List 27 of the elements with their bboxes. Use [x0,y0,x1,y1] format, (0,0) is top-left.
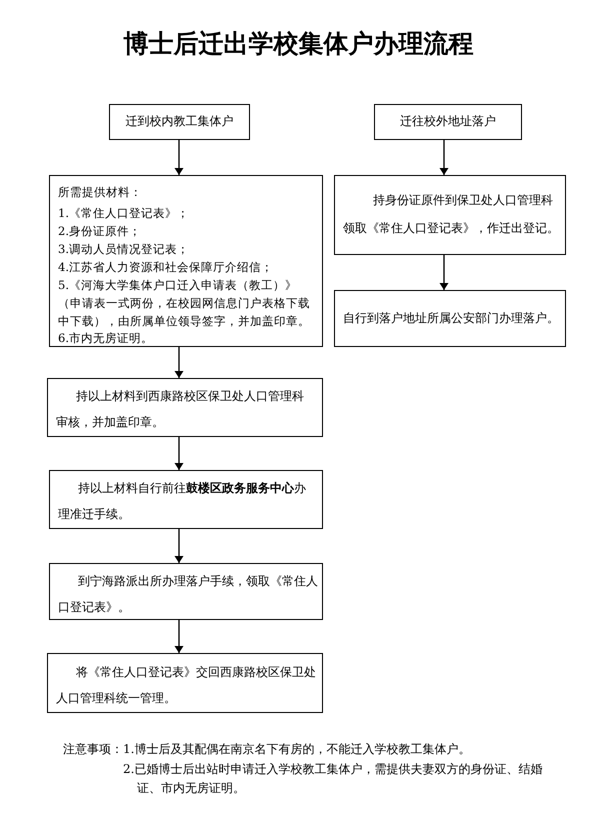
list-item: 4.江苏省人力资源和社会保障厅介绍信； [58,259,274,276]
arrow [440,140,448,175]
box-heading: 所需提供材料： [58,184,143,201]
arrow [440,255,448,290]
list-item: 6.市内无房证明。 [58,330,154,346]
process-box: 到宁海路派出所办理落户手续，领取《常住人口登记表》。 [49,563,323,620]
list-item: 5.《河海大学集体户口迁入申请表（教工）》（申请表一式两份，在校园网信息门户表格下载中下载），由所属单位领导签字，并加盖印章。 [58,277,311,330]
arrow [174,437,184,470]
list-item: 3.调动人员情况登记表； [58,241,190,258]
list-item: 1.《常住人口登记表》； [58,205,190,222]
arrow [174,529,184,563]
process-box: 迁到校内教工集体户 [109,104,250,140]
list-item: 2.身份证原件； [58,223,142,240]
process-box: 自行到落户地址所属公安部门办理落户。 [334,290,566,347]
arrow [174,140,184,175]
process-box: 持以上材料到西康路校区保卫处人口管理科审核，并加盖印章。 [47,378,323,437]
title: 博士后迁出学校集体户办理流程 [122,28,474,60]
arrow [174,620,184,653]
note-heading: 注意事项： [63,741,123,758]
process-box: 持身份证原件到保卫处人口管理科领取《常住人口登记表》，作迁出登记。 [334,175,566,255]
process-box: 将《常住人口登记表》交回西康路校区保卫处人口管理科统一管理。 [47,653,323,713]
process-box: 迁往校外地址落户 [374,104,522,140]
note-text: 1.博士后及其配偶在南京名下有房的，不能迁入学校教工集体户。 [123,741,472,758]
process-box: 持以上材料自行前往鼓楼区政务服务中心办理准迁手续。 [49,470,323,529]
arrow [174,347,184,378]
note-text: 2.已婚博士后出站时申请迁入学校教工集体户，需提供夫妻双方的身份证、结婚证、市内无房证明。 [123,761,544,797]
process-box [49,175,323,347]
